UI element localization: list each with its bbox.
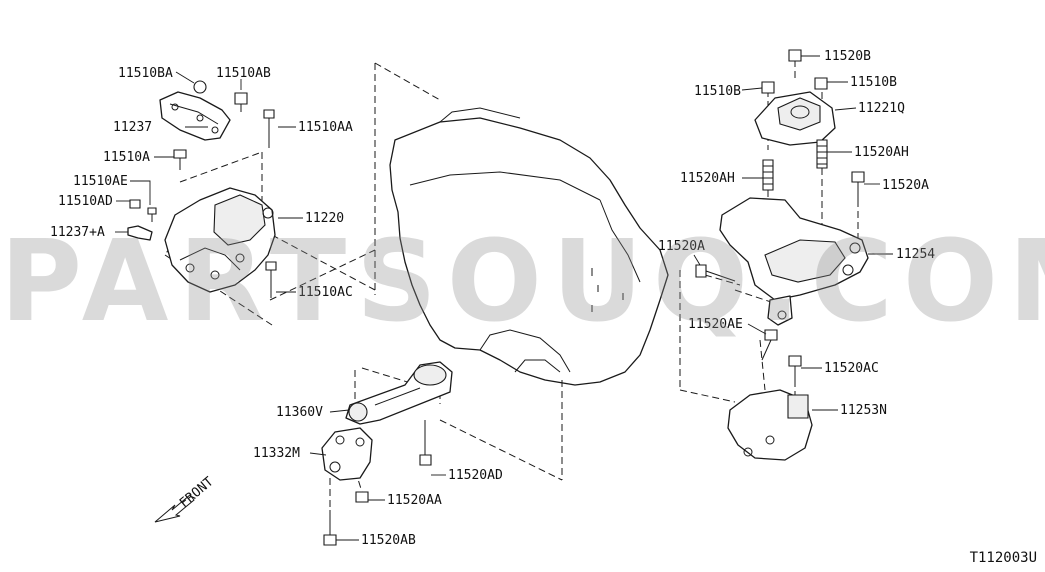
- part-label-11510B-left: 11510B: [694, 84, 741, 99]
- part-label-11520AB: 11520AB: [361, 533, 416, 548]
- part-label-11510AC: 11510AC: [298, 285, 353, 300]
- engine-block: [389, 107, 669, 386]
- torque-rod-11360V: [345, 361, 453, 425]
- part-label-11221Q: 11221Q: [858, 101, 905, 116]
- right-middle-bolts: [695, 264, 802, 380]
- part-label-11237: 11237: [113, 120, 152, 135]
- engine-mount-11220: [164, 187, 276, 293]
- diagram-code: T112003U: [969, 550, 1037, 566]
- part-label-11520AH-left: 11520AH: [680, 171, 735, 186]
- front-label: FRONT: [177, 474, 217, 511]
- part-label-11237A: 11237+A: [50, 225, 105, 240]
- right-upper-bolts: [761, 49, 865, 200]
- engine-mount-11221Q: [754, 91, 836, 146]
- engine-mount-11253N: [727, 389, 813, 461]
- part-label-11520AA: 11520AA: [387, 493, 442, 508]
- part-label-11520A-right: 11520A: [882, 178, 929, 193]
- leader-lines: [115, 55, 893, 541]
- bracket-11332M: [321, 427, 373, 481]
- part-label-11520B: 11520B: [824, 49, 871, 64]
- part-labels: 11510BA 11510AB 11237 11510AA 11510A 115…: [50, 49, 935, 548]
- part-label-11510AB: 11510AB: [216, 66, 271, 81]
- part-label-11510B-right: 11510B: [850, 75, 897, 90]
- part-label-11360V: 11360V: [276, 405, 323, 420]
- part-label-11510BA: 11510BA: [118, 66, 173, 81]
- bottom-bolts: [323, 420, 432, 546]
- part-label-11520AC: 11520AC: [824, 361, 879, 376]
- plate-11237A: [127, 225, 153, 241]
- part-label-11332M: 11332M: [253, 446, 300, 461]
- part-label-11520AE: 11520AE: [688, 317, 743, 332]
- left-bolts: [129, 80, 277, 298]
- part-label-11520A-left: 11520A: [658, 239, 705, 254]
- part-label-11510AD: 11510AD: [58, 194, 113, 209]
- part-label-11220: 11220: [305, 211, 344, 226]
- bracket-11254: [719, 197, 869, 326]
- front-direction-arrow: FRONT: [154, 474, 217, 523]
- part-label-11510AE: 11510AE: [73, 174, 128, 189]
- part-label-11510A: 11510A: [103, 150, 150, 165]
- part-label-11520AH-right: 11520AH: [854, 145, 909, 160]
- part-label-11253N: 11253N: [840, 403, 887, 418]
- part-label-11510AA: 11510AA: [298, 120, 353, 135]
- part-label-11254: 11254: [896, 247, 935, 262]
- part-label-11520AD: 11520AD: [448, 468, 503, 483]
- bracket-11237: [159, 91, 231, 141]
